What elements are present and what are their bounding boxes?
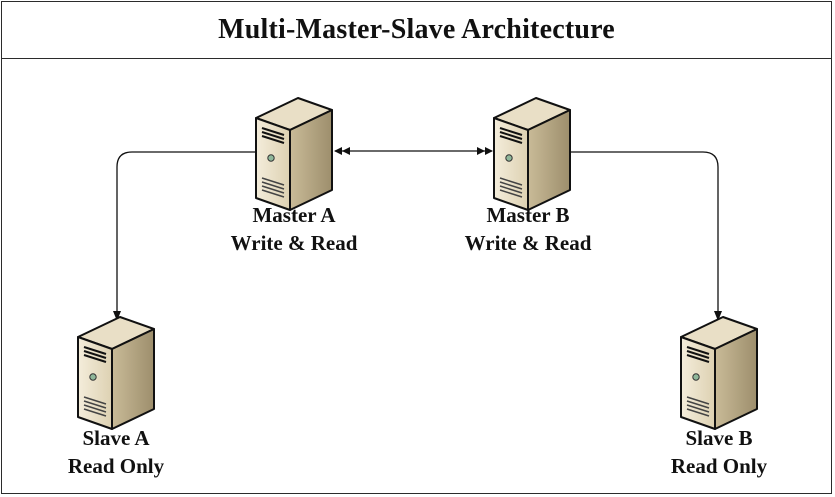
master-b-server-icon xyxy=(493,97,571,211)
master-b-label: Master B Write & Read xyxy=(438,201,618,257)
slave-b-role: Read Only xyxy=(670,454,768,478)
diagram-title: Multi-Master-Slave Architecture xyxy=(218,14,615,45)
master-a-role: Write & Read xyxy=(230,231,358,255)
slave-a-name: Slave A xyxy=(82,426,150,450)
slave-a-role: Read Only xyxy=(67,454,165,478)
slave-a-label: Slave A Read Only xyxy=(26,424,206,480)
master-b-role: Write & Read xyxy=(464,231,592,255)
slave-b-label: Slave B Read Only xyxy=(629,424,809,480)
connection-master-a-slave-a xyxy=(113,151,255,321)
title-bar: Multi-Master-Slave Architecture xyxy=(2,2,831,59)
slave-a-server-icon xyxy=(77,316,155,430)
master-b-name: Master B xyxy=(486,203,570,227)
slave-b-name: Slave B xyxy=(685,426,753,450)
master-a-server-icon xyxy=(255,97,333,211)
slave-b-server-icon xyxy=(680,316,758,430)
connection-master-b-slave-b xyxy=(570,151,722,321)
connection-master-a-master-b xyxy=(334,147,493,155)
master-a-name: Master A xyxy=(252,203,336,227)
master-a-label: Master A Write & Read xyxy=(204,201,384,257)
